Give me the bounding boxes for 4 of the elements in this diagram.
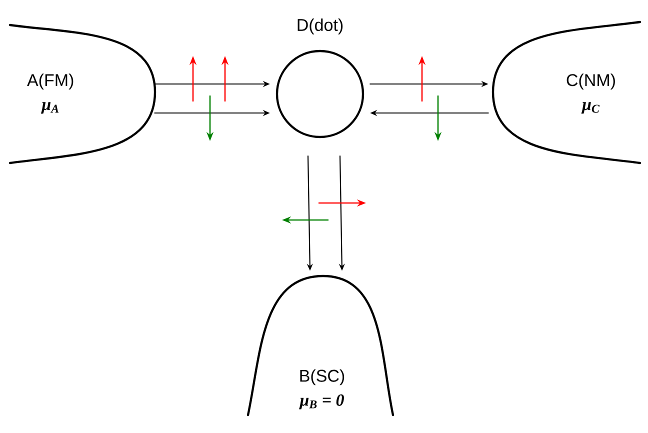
node-label: D(dot) (298, 18, 343, 34)
lead-drawing: B(SC) μ$_{B}$ = 0 (246, 274, 394, 416)
lead-drawing: C(NM) μ$_{C}$ (492, 20, 642, 164)
lead-drawing: A(FM) μ$_{A}$ (8, 24, 156, 164)
